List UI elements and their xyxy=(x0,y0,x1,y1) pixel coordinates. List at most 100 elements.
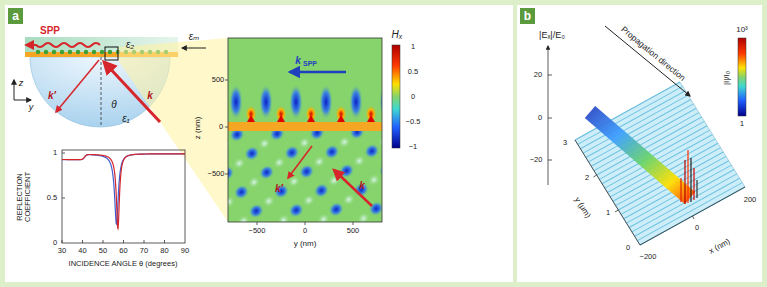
line-shape xyxy=(353,222,354,225)
colorbar-title: Hₓ xyxy=(391,29,402,40)
panel-ground xyxy=(517,5,762,282)
wavevector-label: k xyxy=(359,180,365,191)
tick-label: 1 xyxy=(411,43,415,51)
circle-shape xyxy=(60,50,64,54)
reflection-curve xyxy=(62,154,185,224)
tick-label: 3 xyxy=(563,139,567,147)
tick-label: 80 xyxy=(160,247,168,255)
tick-label: −500 xyxy=(249,227,266,235)
axis-label: z xyxy=(19,79,24,89)
pointer-arrow xyxy=(182,48,206,49)
tick-label: 0 xyxy=(219,123,223,131)
colorbar-tick: 10³ xyxy=(736,26,748,35)
tick-label: −0.5 xyxy=(406,118,421,126)
angle-label: θ xyxy=(111,99,116,110)
incident-beam xyxy=(104,62,160,122)
tick-label: 0.5 xyxy=(408,68,418,76)
line-shape xyxy=(693,216,695,219)
plot-frame xyxy=(62,150,185,243)
map-frame xyxy=(228,38,382,222)
line-shape xyxy=(144,240,145,243)
axis-title: z (nm) xyxy=(194,117,203,140)
field-spikes xyxy=(681,150,697,204)
field-map xyxy=(228,38,382,222)
tick-label: 0 xyxy=(411,93,415,101)
line-shape xyxy=(696,180,697,198)
wavevector-label: k′ xyxy=(48,90,56,101)
line-shape xyxy=(123,240,124,243)
line-shape xyxy=(548,160,552,161)
reflection-curve xyxy=(62,154,185,229)
rect-shape xyxy=(228,131,382,222)
line-shape xyxy=(164,240,165,243)
tick-label: −200 xyxy=(640,253,657,261)
line-shape xyxy=(593,175,596,177)
spp-wavevector xyxy=(290,71,346,74)
axis-title: y (nm) xyxy=(294,240,317,249)
panel-letter: a xyxy=(12,10,19,22)
line-shape xyxy=(62,153,65,154)
tick-label: 500 xyxy=(347,227,360,235)
axis-arrow xyxy=(14,80,15,100)
beam xyxy=(585,106,695,204)
permittivity-label: εₘ xyxy=(189,31,200,42)
line-shape xyxy=(225,174,228,175)
tick-label: 0 xyxy=(626,244,630,252)
line-shape xyxy=(680,178,681,202)
interference-stripes xyxy=(575,82,745,245)
circle-shape xyxy=(68,50,72,54)
normal-line xyxy=(101,57,102,126)
axis-title: |Eₓ|/E₀ xyxy=(539,31,565,41)
tick-label: 30 xyxy=(58,247,66,255)
wavevector-subscript: SPP xyxy=(303,60,317,68)
line-shape xyxy=(305,222,306,225)
panel-ground xyxy=(5,5,513,282)
tick-label: 200 xyxy=(744,196,757,204)
axis-label: y xyxy=(29,103,34,113)
circle-shape xyxy=(84,50,88,54)
line-shape xyxy=(257,222,258,225)
circle-shape xyxy=(76,50,80,54)
tick-label: 1 xyxy=(53,149,57,157)
line-shape xyxy=(687,150,688,203)
circle-shape xyxy=(52,50,56,54)
colorbar xyxy=(392,45,400,148)
tick-label: 0 xyxy=(695,224,699,232)
spp-wave xyxy=(26,43,100,47)
tick-label: 40 xyxy=(78,247,86,255)
tick-label: 1 xyxy=(606,209,610,217)
field-plane xyxy=(575,82,745,245)
spp-label: SPP xyxy=(40,25,60,36)
panel-badge: b xyxy=(520,8,535,24)
line-shape xyxy=(690,158,691,202)
axis-line xyxy=(640,187,745,245)
incident-wavevector xyxy=(334,170,372,206)
line-shape xyxy=(225,80,228,81)
circle-shape xyxy=(44,50,48,54)
axis-title: y (μm) xyxy=(572,196,592,220)
axis-line xyxy=(548,46,549,185)
map-ticks xyxy=(225,80,353,225)
line-shape xyxy=(615,210,618,212)
line-shape xyxy=(548,118,552,119)
tick-label: 50 xyxy=(99,247,107,255)
reflected-beam xyxy=(56,60,99,112)
panel-letter: b xyxy=(524,10,531,22)
direction-label: Propagation direction xyxy=(619,25,687,83)
line-shape xyxy=(684,160,685,204)
tick-label: 70 xyxy=(140,247,148,255)
tick-label: 0 xyxy=(538,114,542,122)
tick-label: 2 xyxy=(585,174,589,182)
line-shape xyxy=(548,75,552,76)
permittivity-label: ε₁ xyxy=(122,113,130,124)
colorbar-tick: 1 xyxy=(740,120,744,129)
tick-label: −500 xyxy=(208,170,225,178)
rect-shape xyxy=(228,122,382,131)
axis-title: INCIDENCE ANGLE θ (degrees) xyxy=(69,260,178,268)
tick-label: 90 xyxy=(181,247,189,255)
tick-label: 20 xyxy=(534,71,542,79)
line-shape xyxy=(62,198,65,199)
colorbar-title: |I|/I₀ xyxy=(723,71,732,85)
